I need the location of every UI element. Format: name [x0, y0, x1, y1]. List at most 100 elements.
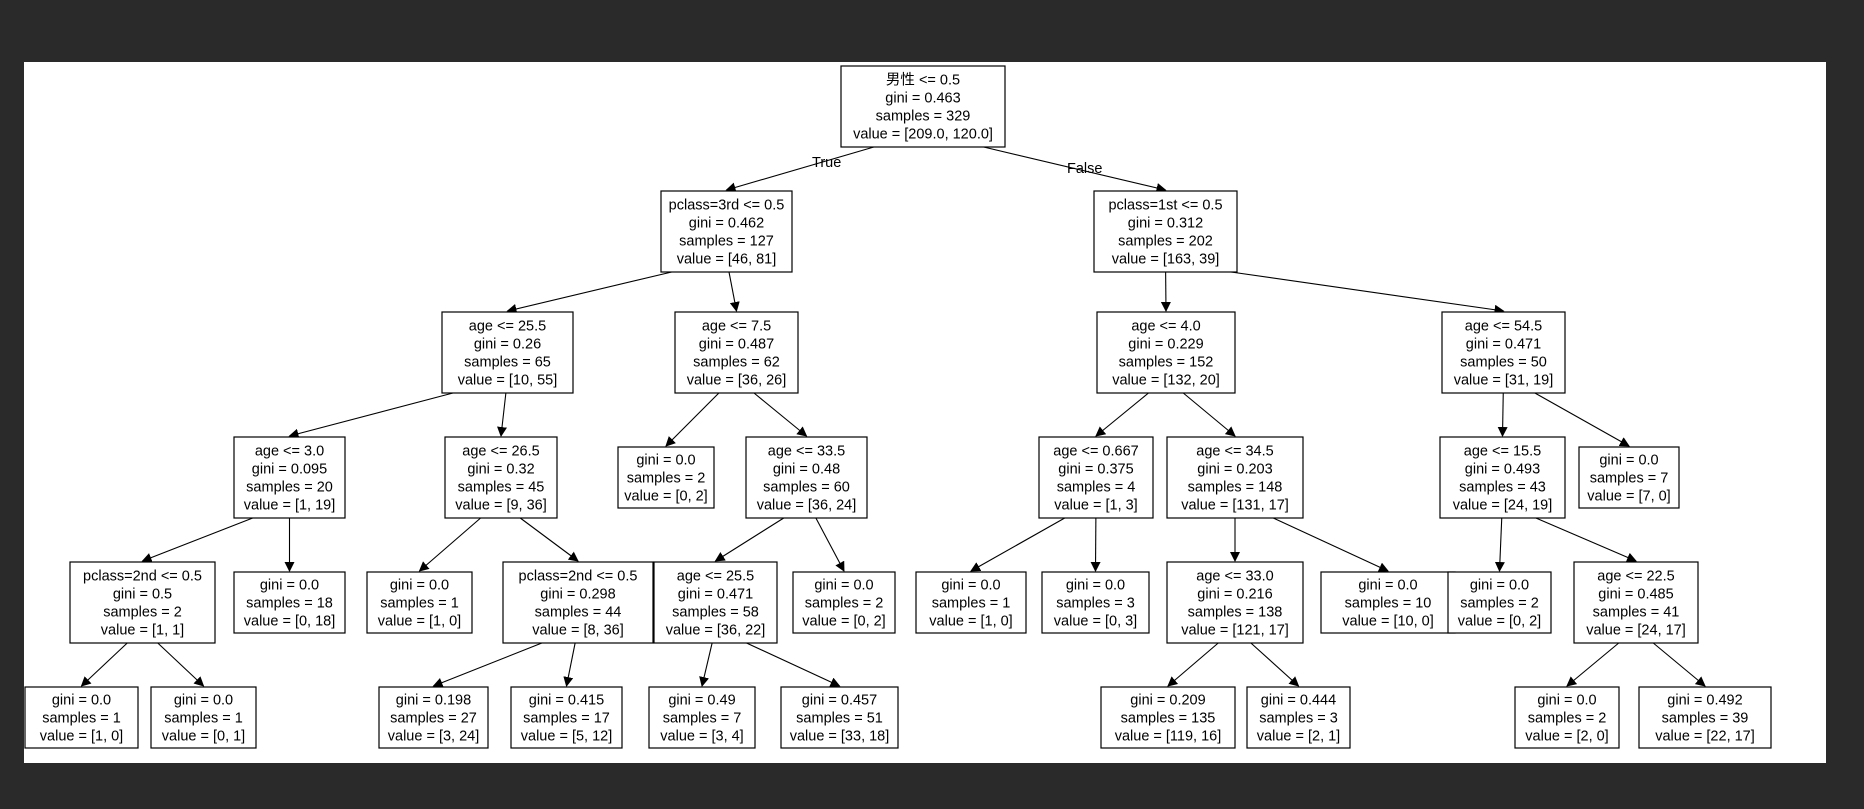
node-text-line: 男性 <= 0.5 [886, 72, 960, 89]
node-text-line: value = [10, 55] [458, 373, 558, 389]
node-text-line: value = [5, 12] [521, 729, 613, 745]
edge-n11-n21 [970, 517, 1066, 572]
node-text-line: value = [9, 36] [455, 498, 547, 514]
edge-n26-n36 [1652, 642, 1706, 687]
node-text-line: value = [36, 24] [757, 498, 857, 514]
node-box [1166, 561, 1304, 644]
node-text-line: gini = 0.0 [1358, 578, 1417, 594]
node-text-line: value = [0, 2] [802, 614, 885, 630]
edges-layer [80, 146, 1706, 688]
edge-n8-n17 [418, 517, 481, 572]
node-text-line: value = [1, 0] [929, 614, 1012, 630]
node-box [24, 686, 139, 749]
node-text-line: gini = 0.471 [1466, 337, 1541, 353]
edge-n4-n9 [665, 392, 720, 447]
node-box [1166, 436, 1304, 519]
node-text-line: samples = 127 [679, 234, 774, 250]
node-text-line: samples = 4 [1057, 480, 1136, 496]
node-text-line: samples = 43 [1459, 480, 1546, 496]
node-text-line: value = [3, 24] [388, 729, 480, 745]
node-text-line: gini = 0.0 [390, 578, 449, 594]
edge-n5-n11 [1095, 392, 1149, 437]
node-box [617, 446, 715, 509]
node-text-line: samples = 17 [523, 711, 610, 727]
node-text-line: samples = 1 [932, 596, 1011, 612]
node-text-line: gini = 0.0 [260, 578, 319, 594]
node-text-line: samples = 2 [1528, 711, 1607, 727]
node-box [1447, 571, 1552, 634]
node-box [150, 686, 257, 749]
node-text-line: age <= 15.5 [1464, 444, 1541, 460]
edge-n23-n34 [1250, 642, 1300, 687]
node-box [1096, 311, 1236, 394]
edge-n6-n13 [1497, 392, 1508, 437]
node-text-line: samples = 7 [1590, 471, 1669, 487]
node-text-line: samples = 2 [1460, 596, 1539, 612]
edge-labels-layer: True False [812, 155, 1102, 177]
node-text-line: samples = 1 [164, 711, 243, 727]
edge-n13-n25 [1494, 517, 1505, 572]
node-text-line: samples = 329 [876, 109, 971, 125]
node-text-line: gini = 0.198 [396, 693, 471, 709]
edge-n26-n35 [1566, 642, 1620, 687]
node-text-line: gini = 0.49 [668, 693, 735, 709]
node-text-line: age <= 3.0 [255, 444, 324, 460]
node-text-line: gini = 0.229 [1128, 337, 1203, 353]
node-text-line: gini = 0.0 [1537, 693, 1596, 709]
node-text-line: age <= 25.5 [469, 319, 546, 335]
edge-n6-n14 [1534, 392, 1630, 447]
node-box [1038, 436, 1154, 519]
node-text-line: samples = 27 [390, 711, 477, 727]
node-text-line: gini = 0.0 [814, 578, 873, 594]
node-text-line: samples = 50 [1460, 355, 1547, 371]
node-text-line: value = [131, 17] [1181, 498, 1289, 514]
node-text-line: age <= 54.5 [1465, 319, 1542, 335]
node-text-line: gini = 0.0 [1066, 578, 1125, 594]
node-box [378, 686, 489, 749]
node-text-line: gini = 0.471 [678, 587, 753, 603]
node-box [780, 686, 899, 749]
node-text-line: value = [1, 3] [1054, 498, 1137, 514]
node-text-line: value = [24, 19] [1453, 498, 1553, 514]
node-box [1441, 311, 1566, 394]
node-text-line: samples = 1 [380, 596, 459, 612]
edge-n15-n27 [80, 642, 128, 687]
node-box [674, 311, 799, 394]
node-text-line: gini = 0.209 [1130, 693, 1205, 709]
node-text-line: age <= 33.0 [1196, 569, 1273, 585]
edge-n10-n19 [714, 517, 785, 562]
node-text-line: age <= 4.0 [1131, 319, 1200, 335]
node-text-line: samples = 152 [1119, 355, 1214, 371]
edge-n12-n24 [1273, 517, 1389, 572]
node-text-line: gini = 0.32 [467, 462, 534, 478]
node-text-line: gini = 0.457 [802, 693, 877, 709]
node-box [366, 571, 473, 634]
node-text-line: gini = 0.492 [1667, 693, 1742, 709]
node-text-line: gini = 0.375 [1058, 462, 1133, 478]
node-text-line: value = [0, 18] [244, 614, 336, 630]
node-box [233, 571, 346, 634]
node-text-line: value = [24, 17] [1586, 623, 1686, 639]
node-text-line: value = [2, 1] [1257, 729, 1340, 745]
node-text-line: gini = 0.298 [540, 587, 615, 603]
node-box [648, 686, 756, 749]
